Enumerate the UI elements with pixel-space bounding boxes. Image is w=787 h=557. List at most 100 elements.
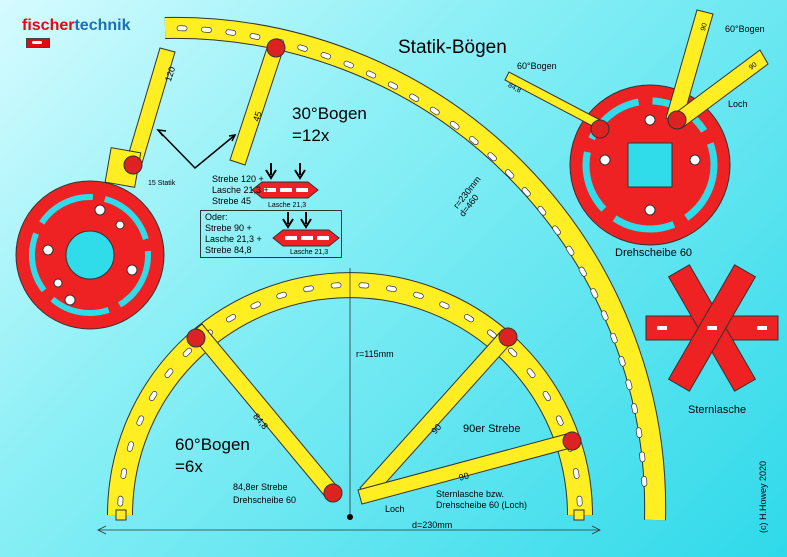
arc-hole xyxy=(387,81,398,90)
arc-hole xyxy=(576,495,583,507)
arc-hole xyxy=(552,225,561,236)
arc-hole xyxy=(276,291,287,300)
arc-hole xyxy=(126,441,135,452)
arc-hole xyxy=(469,136,479,145)
arc-hole xyxy=(449,120,460,130)
combo2-box xyxy=(200,210,342,258)
strut-84-8-diagonal xyxy=(186,323,343,503)
arc-hole xyxy=(201,26,212,33)
arc-hole xyxy=(225,29,237,36)
sternlasche-shape xyxy=(645,264,779,392)
label-sternlasche: Sternlasche xyxy=(688,404,747,416)
combo1-plate-label: Lasche 21,3 xyxy=(268,202,307,209)
page-title: Statik-Bögen xyxy=(398,37,507,58)
arc-hole xyxy=(566,245,575,256)
arc-hole xyxy=(365,70,377,79)
combo2-line1: Oder: xyxy=(205,212,228,222)
copyright: (c) H.Howey 2020 xyxy=(758,460,768,533)
combo2-line3: Lasche 21,3 + xyxy=(205,234,262,244)
big-arc-30-bogen xyxy=(164,16,667,521)
arc-hole xyxy=(600,310,609,321)
arc-hole xyxy=(610,332,618,344)
bogen60-line1: 60°Bogen xyxy=(175,435,250,454)
label-60bogen-left: 60°Bogen xyxy=(517,61,557,71)
drehscheibe-left xyxy=(15,180,165,330)
arc-hole xyxy=(555,415,564,426)
arc-hole xyxy=(508,347,518,357)
arc-hole xyxy=(578,266,587,277)
label-radius-small: r=115mm xyxy=(356,349,394,359)
arc-hole xyxy=(249,33,261,40)
label-drehscheibe-60: Drehscheibe 60 xyxy=(233,495,297,505)
arc-hole xyxy=(136,415,145,426)
drehscheibe-right xyxy=(569,84,731,246)
arc-hole xyxy=(182,347,192,357)
strut-45 xyxy=(229,38,286,166)
label-sternlasche-bzw: Sternlasche bzw. xyxy=(436,489,505,499)
arc-hole xyxy=(639,451,646,463)
arc-hole xyxy=(320,52,332,60)
lasche-plate-1 xyxy=(251,163,319,199)
arc-hole xyxy=(149,391,158,402)
combo1-line1: Strebe 120 + xyxy=(212,174,264,184)
label-84-8er-strebe: 84,8er Strebe xyxy=(233,482,288,492)
combo2-line4: Strebe 84,8 xyxy=(205,245,252,255)
arc-hole xyxy=(120,468,128,479)
brand-logo-icon xyxy=(26,38,50,48)
arc-hole xyxy=(487,152,497,162)
label-60bogen-right: 60°Bogen xyxy=(725,24,765,34)
strut-90-flat xyxy=(357,431,582,505)
label-90er-strebe: 90er Strebe xyxy=(463,423,521,435)
strut-120 xyxy=(104,47,176,188)
combo2-line2: Strebe 90 + xyxy=(205,223,252,233)
brand-logo: fischertechnik xyxy=(22,17,131,34)
arc-hole xyxy=(413,291,424,300)
arc-hole xyxy=(343,60,354,69)
lasche-plate-2 xyxy=(272,212,340,247)
combo1-line3: Strebe 45 xyxy=(212,196,252,206)
arc-hole xyxy=(303,285,314,293)
arc-hole xyxy=(590,288,599,299)
strut-90-top-diagonal xyxy=(667,49,769,130)
arc-hole xyxy=(386,285,397,293)
arc-hole xyxy=(572,468,580,479)
label-15-statik: 15 Statik xyxy=(148,180,176,187)
arc-hole xyxy=(358,282,370,289)
arc-hole xyxy=(635,427,643,438)
combo1-line2: Lasche 21,3 + xyxy=(212,185,269,195)
arc-hole xyxy=(164,368,174,378)
label-drehscheibe: Drehscheibe 60 xyxy=(615,247,693,259)
combo2-plate-label: Lasche 21,3 xyxy=(290,249,329,256)
bogen30-line1: 30°Bogen xyxy=(292,104,367,123)
arc-hole xyxy=(542,391,551,402)
arc-hole xyxy=(429,106,440,116)
label-diameter-small: d=230mm xyxy=(412,520,453,530)
bogen30-line2: =12x xyxy=(292,126,330,145)
arc-hole xyxy=(641,476,648,487)
arc-hole xyxy=(439,301,450,310)
arc-hole xyxy=(226,314,237,323)
diameter-dimension xyxy=(97,525,601,535)
label-loch-bottom: Loch xyxy=(385,504,405,514)
label-drehscheibe-loch: Drehscheibe 60 (Loch) xyxy=(436,500,528,510)
pointer-arrows xyxy=(156,129,237,170)
arc-hole xyxy=(526,368,536,378)
arc-hole xyxy=(330,282,342,289)
arc-hole xyxy=(409,93,420,102)
arc-hole xyxy=(176,25,188,32)
label-loch-top: Loch xyxy=(728,99,748,109)
arc-hole xyxy=(117,495,124,507)
bogen60-line2: =6x xyxy=(175,457,203,476)
arc-hole xyxy=(505,169,515,179)
arc-hole xyxy=(537,205,547,216)
arc-hole xyxy=(463,314,474,323)
arc-hole xyxy=(625,379,633,391)
arc-hole xyxy=(250,301,261,310)
arc-hole xyxy=(297,44,308,52)
arc-hole xyxy=(631,403,638,414)
arc-hole xyxy=(521,187,531,197)
arc-hole xyxy=(618,356,626,367)
strut-84-8-top xyxy=(504,71,610,139)
